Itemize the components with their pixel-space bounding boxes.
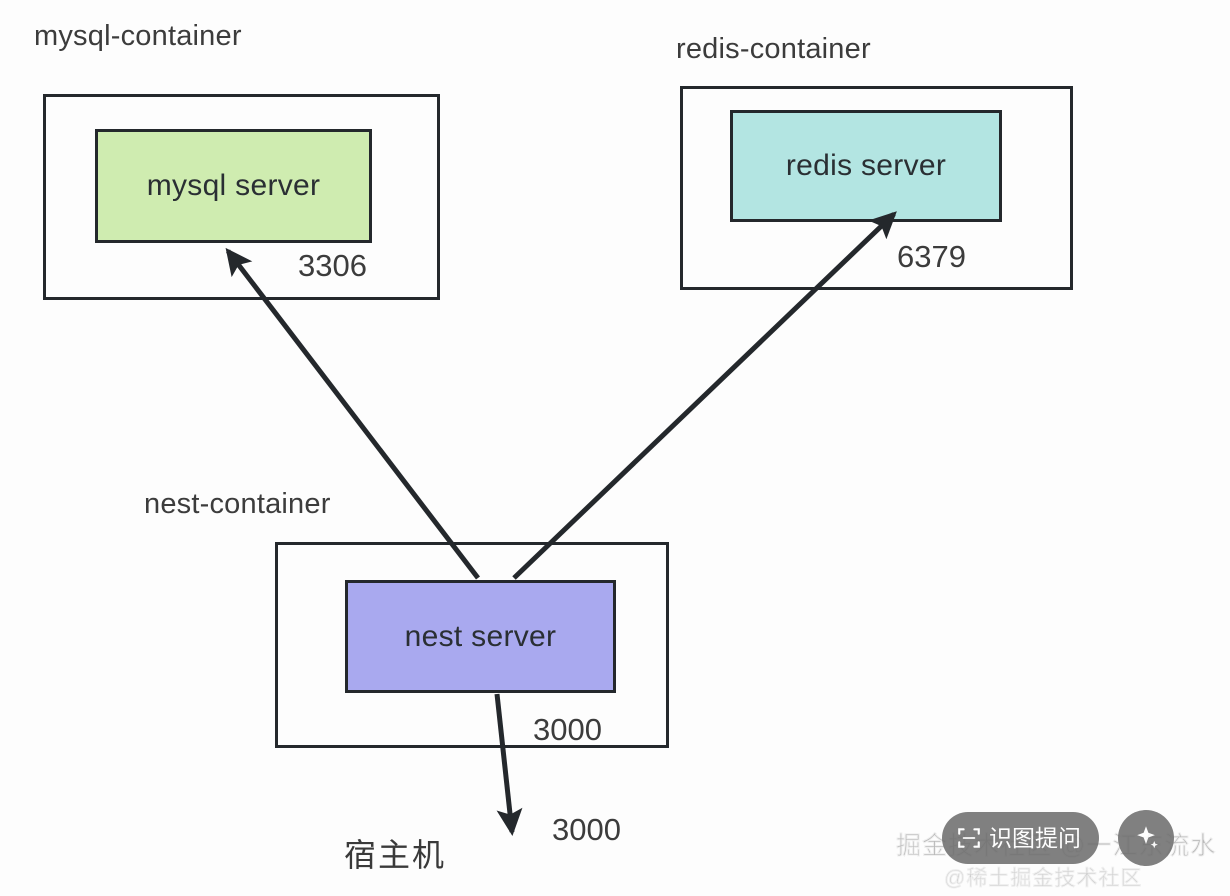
sparkle-icon bbox=[1131, 823, 1161, 853]
redis-server-box: redis server bbox=[730, 110, 1002, 222]
redis-server-label: redis server bbox=[785, 149, 947, 182]
nest-container-caption: nest-container bbox=[144, 488, 331, 520]
nest-port-label: 3000 bbox=[533, 712, 602, 747]
host-machine-label: 宿主机 bbox=[344, 837, 447, 873]
mysql-container-caption: mysql-container bbox=[34, 20, 242, 52]
ask-about-image-label: 识图提问 bbox=[989, 824, 1081, 851]
host-exposed-port-label: 3000 bbox=[552, 812, 621, 847]
redis-container-caption: redis-container bbox=[676, 33, 871, 65]
mysql-port-label: 3306 bbox=[298, 248, 367, 283]
nest-server-box: nest server bbox=[345, 580, 616, 693]
nest-server-label: nest server bbox=[404, 619, 557, 653]
arrow-nest-to-mysql bbox=[225, 247, 480, 580]
ask-about-image-button[interactable]: 识图提问 bbox=[942, 812, 1099, 864]
ai-assistant-button[interactable] bbox=[1118, 810, 1174, 866]
redis-port-label: 6379 bbox=[897, 239, 966, 274]
arrow-nest-to-redis bbox=[512, 211, 897, 580]
arrow-nest-to-host bbox=[494, 693, 523, 836]
mysql-server-label: mysql server bbox=[146, 169, 321, 202]
mysql-server-box: mysql server bbox=[95, 129, 372, 243]
frame-scan-icon bbox=[956, 825, 982, 851]
